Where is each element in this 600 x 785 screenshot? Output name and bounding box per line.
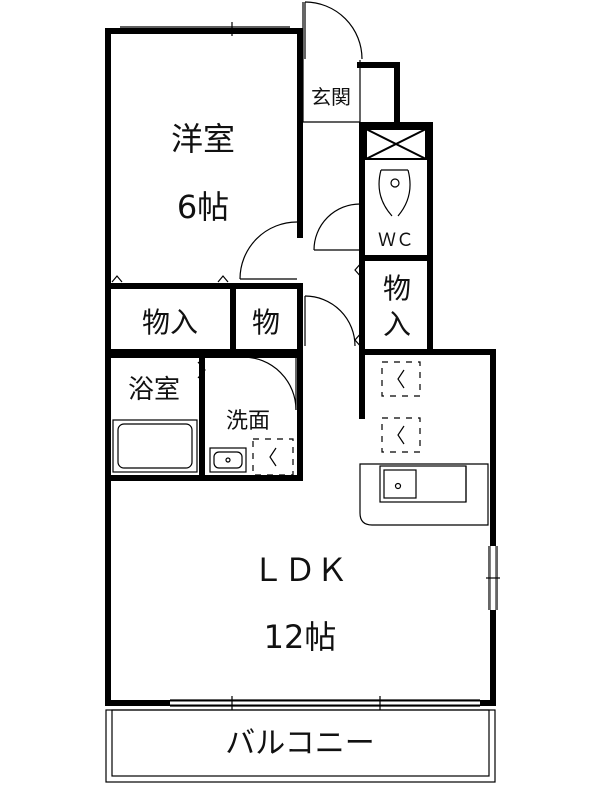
right-storage-walls <box>354 255 496 419</box>
washroom-label: 洗面 <box>226 409 270 434</box>
ldk-bottom-window <box>170 696 480 710</box>
kitchen <box>359 361 489 526</box>
storage-left-label: 物入 <box>142 306 198 339</box>
entrance-label: 玄関 <box>311 85 351 109</box>
storage-right-label-top: 物 <box>383 272 411 305</box>
storage-right-label-bottom: 入 <box>383 308 411 341</box>
ldk-size: 12帖 <box>264 618 337 656</box>
bath-wash-walls <box>105 352 303 481</box>
wc-walls <box>313 122 433 355</box>
western-room-label: 洋室 <box>171 120 235 158</box>
storage-small-label: 物 <box>252 306 280 339</box>
western-room-size: 6帖 <box>177 188 229 226</box>
western-room-window <box>120 22 290 36</box>
wc-label: ＷＣ <box>378 230 414 251</box>
entrance-walls <box>302 1 400 128</box>
bathroom-label: 浴室 <box>128 375 180 405</box>
balcony-label: バルコニー <box>225 726 374 761</box>
balcony <box>105 709 496 783</box>
ldk-label: ＬＤＫ <box>252 551 348 589</box>
ldk-right-window <box>486 546 500 610</box>
